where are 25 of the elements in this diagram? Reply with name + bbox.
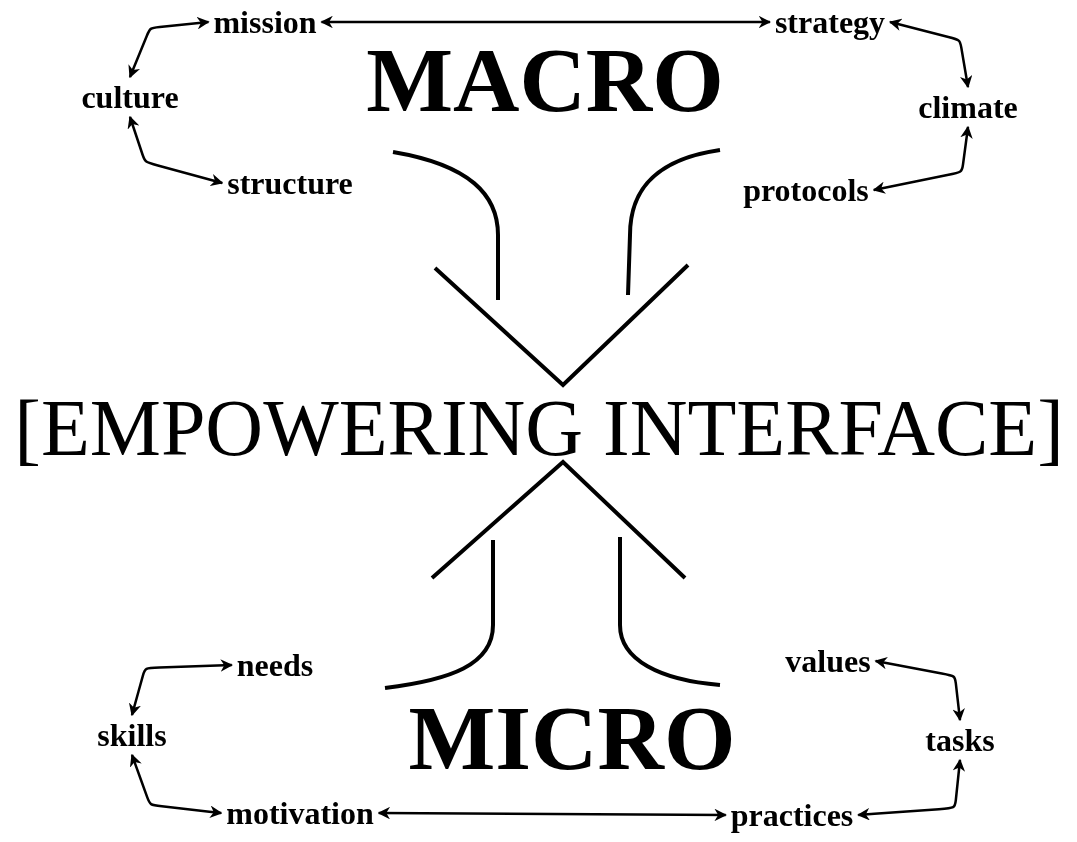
- double-arrow: [874, 656, 965, 722]
- double-arrow: [129, 753, 223, 818]
- double-arrow: [888, 18, 973, 89]
- term-label: motivation: [226, 797, 374, 829]
- double-arrow: [127, 115, 224, 187]
- term-label: skills: [97, 719, 167, 751]
- double-arrow: [320, 15, 772, 29]
- double-arrow: [872, 125, 973, 194]
- term-label: mission: [213, 6, 317, 38]
- double-arrow: [129, 659, 233, 717]
- term-label: climate: [918, 91, 1018, 123]
- term-label: structure: [227, 167, 353, 199]
- double-arrow: [377, 806, 727, 822]
- double-arrow: [128, 16, 210, 79]
- double-arrow: [857, 758, 966, 821]
- term-label: practices: [730, 799, 854, 831]
- level-heading: MICRO: [408, 692, 736, 784]
- term-label: culture: [81, 81, 179, 113]
- interface-heading: [EMPOWERING INTERFACE]: [14, 388, 1064, 468]
- term-label: protocols: [743, 174, 869, 206]
- term-label: strategy: [774, 6, 886, 38]
- level-heading: MACRO: [366, 34, 724, 126]
- term-label: values: [785, 645, 871, 677]
- term-label: needs: [236, 649, 314, 681]
- term-label: tasks: [925, 724, 995, 756]
